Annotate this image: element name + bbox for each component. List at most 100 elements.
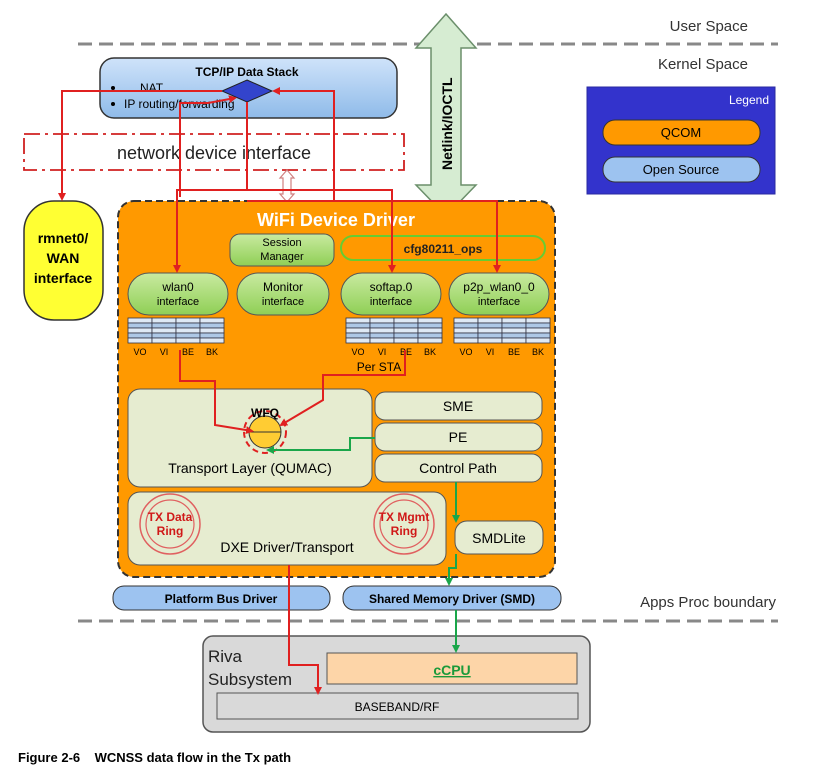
legend-qcom-swatch [602, 119, 761, 146]
queue-cell [151, 317, 177, 324]
monitor-line2: interface [262, 296, 304, 308]
figure-caption: Figure 2-6 WCNSS data flow in the Tx pat… [18, 750, 291, 765]
netlink-ioctl-label: Netlink/IOCTL [439, 77, 455, 170]
control-path-label: Control Path [419, 460, 497, 476]
smdlite-label: SMDLite [472, 530, 526, 546]
queue-cell [477, 322, 503, 329]
queue-cell [393, 317, 419, 324]
legend-title: Legend [729, 93, 769, 107]
queue-cell [127, 317, 153, 324]
queue-cell [417, 337, 443, 344]
transport-layer-label: Transport Layer (QUMAC) [168, 460, 332, 476]
arrow-from-rmnet-to-stack [179, 95, 237, 197]
ac-label-vo: VO [133, 347, 146, 357]
queue-cell [369, 322, 395, 329]
softap-interface [340, 272, 442, 316]
dxe-driver-box [127, 491, 447, 566]
queue-cell [453, 317, 479, 324]
queue-cell [151, 332, 177, 339]
platform-bus-driver-label: Platform Bus Driver [165, 592, 278, 606]
queue-cell [199, 327, 225, 334]
wlan0-interface [127, 272, 229, 316]
tcpip-title: TCP/IP Data Stack [195, 65, 298, 79]
monitor-line1: Monitor [263, 280, 303, 294]
queue-cell [393, 322, 419, 329]
session-manager-line2: Manager [260, 251, 304, 263]
arrow-from-driver-to-stack [272, 87, 335, 201]
control-path-box [374, 453, 543, 483]
arrow-to-rmnet [58, 90, 222, 201]
ccpu-box [326, 652, 578, 685]
ac-label-vi: VI [486, 347, 495, 357]
queue-cell [345, 327, 371, 334]
wlan0-line2: interface [157, 296, 199, 308]
rmnet-label-line1: rmnet0/ [38, 230, 89, 246]
legend-open-source-swatch [602, 156, 761, 183]
queue-cell [525, 317, 551, 324]
queue-cell [345, 332, 371, 339]
p2p-line1: p2p_wlan0_0 [463, 280, 535, 294]
per-sta-label: Per STA [357, 360, 401, 374]
ac-label-bk: BK [532, 347, 544, 357]
dxe-driver-label: DXE Driver/Transport [220, 539, 353, 555]
softap-line2: interface [370, 296, 412, 308]
queue-cell [417, 332, 443, 339]
wlan0-line1: wlan0 [161, 280, 194, 294]
queue-cell [501, 337, 527, 344]
rmnet0-wan-interface [23, 200, 104, 321]
apps-proc-boundary-label: Apps Proc boundary [640, 594, 776, 611]
queue-cell [453, 322, 479, 329]
p2p-interface [448, 272, 550, 316]
rmnet-label-line3: interface [34, 270, 93, 286]
queue-cell [453, 337, 479, 344]
queue-cell [501, 332, 527, 339]
queue-cell [525, 337, 551, 344]
arrow-pe-to-wfq [266, 437, 375, 454]
wifi-driver-title: WiFi Device Driver [257, 210, 415, 230]
wfq-label: WFQ [251, 406, 279, 420]
riva-title-line1: Riva [208, 647, 243, 666]
queue-cell [199, 322, 225, 329]
queue-cell [525, 322, 551, 329]
queue-cell [151, 327, 177, 334]
queue-cell [199, 332, 225, 339]
smdlite-box [454, 520, 544, 555]
queue-cell [175, 317, 201, 324]
interface-driver-link-arrow [278, 169, 296, 203]
riva-title-line2: Subsystem [208, 670, 292, 689]
queue-cell [477, 337, 503, 344]
session-manager-line1: Session [262, 237, 301, 249]
queue-cell [199, 317, 225, 324]
platform-bus-driver-box [112, 585, 331, 611]
legend-qcom-label: QCOM [661, 125, 701, 140]
pe-label: PE [449, 429, 468, 445]
queue-cell [199, 337, 225, 344]
ac-label-vo: VO [351, 347, 364, 357]
arrow-smdlite-to-smd [445, 554, 457, 586]
cfg80211-ops-label: cfg80211_ops [404, 242, 483, 256]
ccpu-label: cCPU [433, 662, 470, 678]
arrow-to-softap [247, 189, 396, 273]
arrow-softap-queue-to-wfq [279, 350, 406, 427]
queue-cell [393, 337, 419, 344]
wfq-cycle-icon [243, 410, 287, 454]
network-device-interface-label: network device interface [117, 143, 311, 163]
queue-cell [477, 317, 503, 324]
ac-label-be: BE [508, 347, 520, 357]
queue-cell [501, 317, 527, 324]
tx-mgmt-ring-outer [373, 493, 435, 555]
network-device-interface-box [23, 133, 405, 171]
queue-cell [417, 322, 443, 329]
tx-data-ring-line1: TX Data [148, 510, 193, 524]
queue-cell [393, 327, 419, 334]
tx-data-ring-inner [145, 499, 195, 549]
ac-label-be: BE [182, 347, 194, 357]
sme-box [374, 391, 543, 421]
arrow-to-wlan0 [173, 102, 248, 273]
queue-cell [369, 337, 395, 344]
bullet-icon [111, 86, 115, 90]
